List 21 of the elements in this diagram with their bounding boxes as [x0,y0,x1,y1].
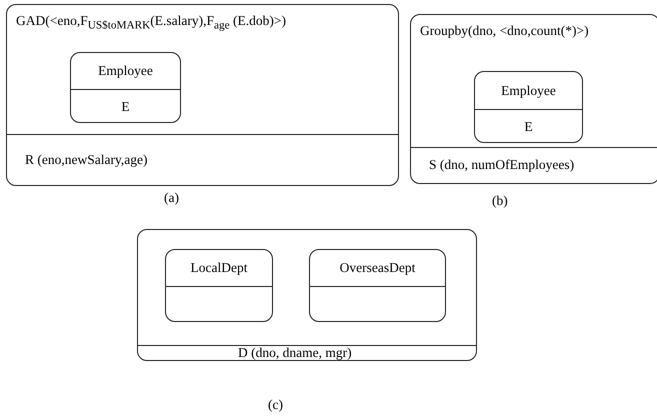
box-title: Employee [97,63,154,79]
panel-label: (b) [492,193,508,209]
class-box [165,249,273,322]
box-title: Groupby(dno, <dno,count(*)>) [420,23,589,39]
box-title: GAD(<eno,F$_{US$toMARK}$(E.salary),F$_{age}$ (E.dob)>) [16,13,286,34]
box-title: OverseasDept [338,260,416,276]
box-title: LocalDept [190,260,248,276]
box-text: R (eno,newSalary,age) [25,152,148,168]
box-title: Employee [500,82,557,98]
panel-label: (a) [164,190,179,206]
class-box [70,52,181,123]
class-box [474,71,583,143]
box-text: D (dno, dname, mgr) [238,344,352,360]
class-box [137,229,477,361]
class-box [309,249,446,322]
box-text: E [120,98,131,114]
box-text: S (dno, numOfEmployees) [429,157,574,173]
class-box [6,4,399,186]
panel-label: (c) [268,397,283,413]
class-box [410,14,657,184]
box-text: E [523,118,534,134]
